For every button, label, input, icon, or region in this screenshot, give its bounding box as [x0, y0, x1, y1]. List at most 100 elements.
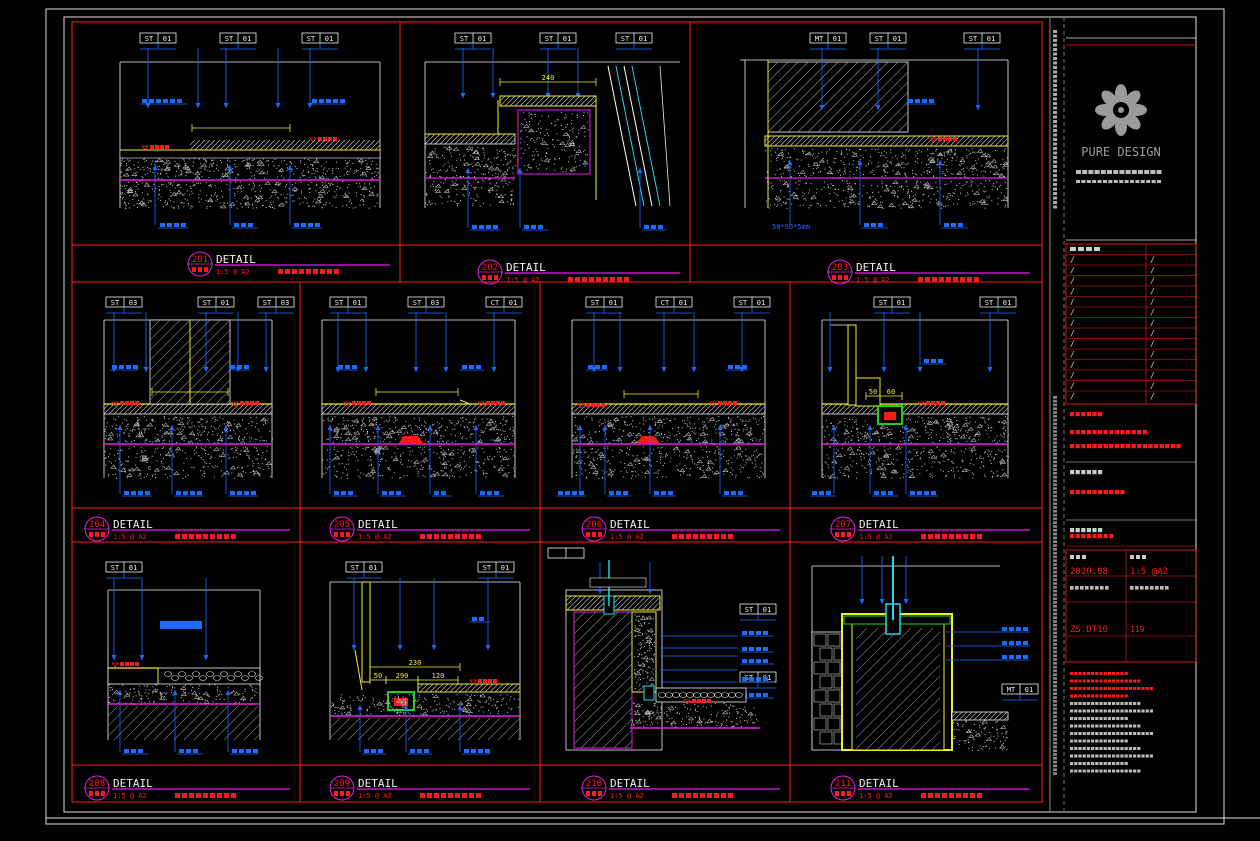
- gravel-dot: [210, 458, 211, 459]
- gravel-dot: [181, 173, 182, 174]
- gravel-dot: [1005, 207, 1006, 208]
- gravel-dot: [849, 164, 850, 165]
- gravel-dot: [936, 434, 937, 435]
- hatch-line: [1007, 404, 1017, 414]
- leader-up: [328, 425, 333, 494]
- gravel-dot: [905, 164, 906, 165]
- gravel-dot: [110, 448, 111, 449]
- gravel-dot: [166, 173, 167, 174]
- material-tag-code: ST: [335, 299, 344, 307]
- gravel-dot: [144, 169, 145, 170]
- gravel-dot: [508, 185, 509, 186]
- gravel-dot: [334, 449, 335, 450]
- gravel-dot: [452, 429, 453, 430]
- gravel-stone: [221, 205, 226, 208]
- gravel-dot: [706, 446, 707, 447]
- gravel-dot: [590, 461, 591, 462]
- gravel-dot: [311, 182, 312, 183]
- gravel-dot: [419, 420, 420, 421]
- gravel-dot: [428, 441, 429, 442]
- gravel-dot: [584, 112, 585, 113]
- gravel-dot: [131, 441, 132, 442]
- gravel-dot: [874, 200, 875, 201]
- gravel-dot: [549, 159, 550, 160]
- gravel-dot: [583, 115, 584, 116]
- gravel-stone: [244, 195, 249, 198]
- gravel-dot: [643, 424, 644, 425]
- gravel-dot: [441, 462, 442, 463]
- gravel-dot: [642, 472, 643, 473]
- annotation-note: [556, 491, 586, 496]
- annotation-glyph: [237, 365, 242, 369]
- gravel-dot: [951, 173, 952, 174]
- gravel-dot: [711, 440, 712, 441]
- gravel-dot: [287, 170, 288, 171]
- gravel-dot: [963, 168, 964, 169]
- gravel-dot: [237, 208, 238, 209]
- gravel-dot: [546, 129, 547, 130]
- gravel-dot: [721, 441, 722, 442]
- gravel-dot: [844, 168, 845, 169]
- gravel-dot: [357, 470, 358, 471]
- gravel-dot: [243, 471, 244, 472]
- gravel-dot: [965, 176, 966, 177]
- gravel-dot: [997, 189, 998, 190]
- gravel-dot: [613, 440, 614, 441]
- gravel-dot: [547, 144, 548, 145]
- gravel-dot: [979, 436, 980, 437]
- gravel-dot: [250, 441, 251, 442]
- gravel-dot: [674, 436, 675, 437]
- gravel-dot: [373, 467, 374, 468]
- detail-title-glyph: [679, 534, 684, 539]
- gravel-dot: [452, 181, 453, 182]
- gravel-dot: [660, 448, 661, 449]
- gravel-stone: [449, 452, 454, 455]
- gravel-dot: [915, 155, 916, 156]
- gravel-dot: [149, 200, 150, 201]
- gravel-dot: [465, 419, 466, 420]
- gravel-dot: [952, 174, 953, 175]
- gravel-dot: [240, 454, 241, 455]
- gravel-dot: [347, 171, 348, 172]
- gravel-dot: [613, 424, 614, 425]
- gravel-dot: [578, 133, 579, 134]
- gravel-dot: [173, 202, 174, 203]
- gravel-dot: [373, 477, 374, 478]
- gravel-dot: [830, 201, 831, 202]
- gravel-dot: [370, 456, 371, 457]
- gravel-dot: [469, 164, 470, 165]
- gravel-dot: [473, 441, 474, 442]
- annotation-glyph: [382, 491, 387, 495]
- gravel-dot: [527, 170, 528, 171]
- gravel-stone: [434, 472, 439, 475]
- gravel-dot: [233, 457, 234, 458]
- gravel-dot: [208, 432, 209, 433]
- gravel-dot: [485, 428, 486, 429]
- gravel-dot: [309, 160, 310, 161]
- gravel-dot: [844, 206, 845, 207]
- gravel-dot: [639, 463, 640, 464]
- gravel-dot: [212, 166, 213, 167]
- gravel-dot: [447, 202, 448, 203]
- gravel-dot: [205, 169, 206, 170]
- gravel-dot: [571, 123, 572, 124]
- gravel-dot: [356, 440, 357, 441]
- gravel-stone: [176, 447, 181, 450]
- gravel-dot: [148, 429, 149, 430]
- gravel-dot: [532, 159, 533, 160]
- gravel-dot: [169, 190, 170, 191]
- gravel-dot: [243, 160, 244, 161]
- gravel-dot: [127, 477, 128, 478]
- gravel-stone: [791, 192, 796, 195]
- gravel-dot: [461, 457, 462, 458]
- leader-arrowhead: [638, 168, 643, 173]
- gravel-dot: [754, 458, 755, 459]
- gravel-dot: [145, 428, 146, 429]
- gravel-dot: [624, 463, 625, 464]
- annotation-note: [122, 491, 152, 496]
- gravel-dot: [262, 440, 263, 441]
